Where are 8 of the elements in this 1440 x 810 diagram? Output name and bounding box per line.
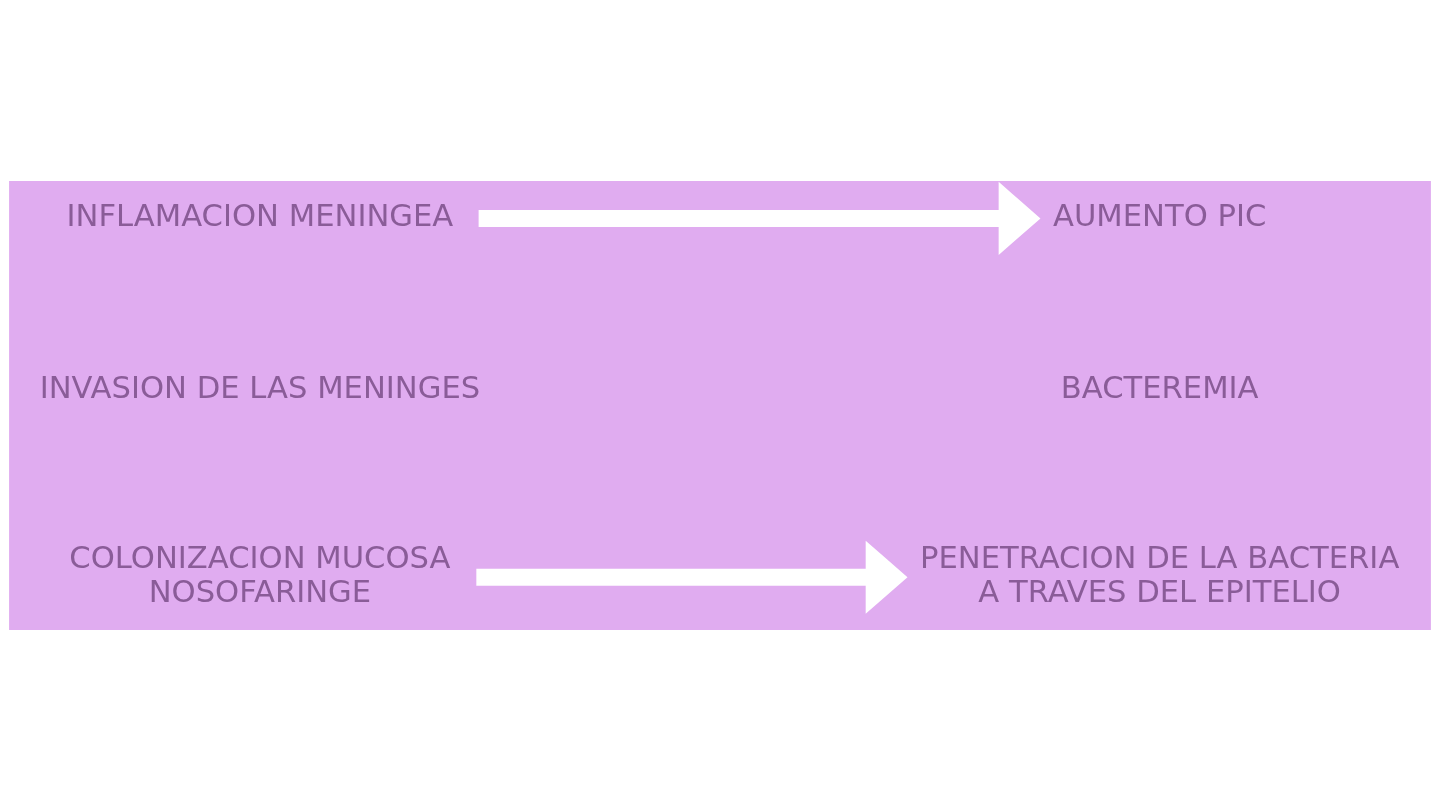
node-text: AUMENTO PIC — [1052, 197, 1267, 233]
node-text: COLONIZACION MUCOSA NOSOFARINGE — [69, 539, 451, 609]
arrow — [478, 181, 1041, 255]
node-text: INFLAMACION MENINGEA — [66, 197, 454, 233]
node-text: PENETRACION DE LA BACTERIA A TRAVES DEL EPITELIO — [919, 539, 1400, 609]
node-text: BACTEREMIA — [1060, 369, 1259, 405]
arrow — [476, 540, 908, 614]
node-text: INVASION DE LAS MENINGES — [39, 369, 481, 405]
